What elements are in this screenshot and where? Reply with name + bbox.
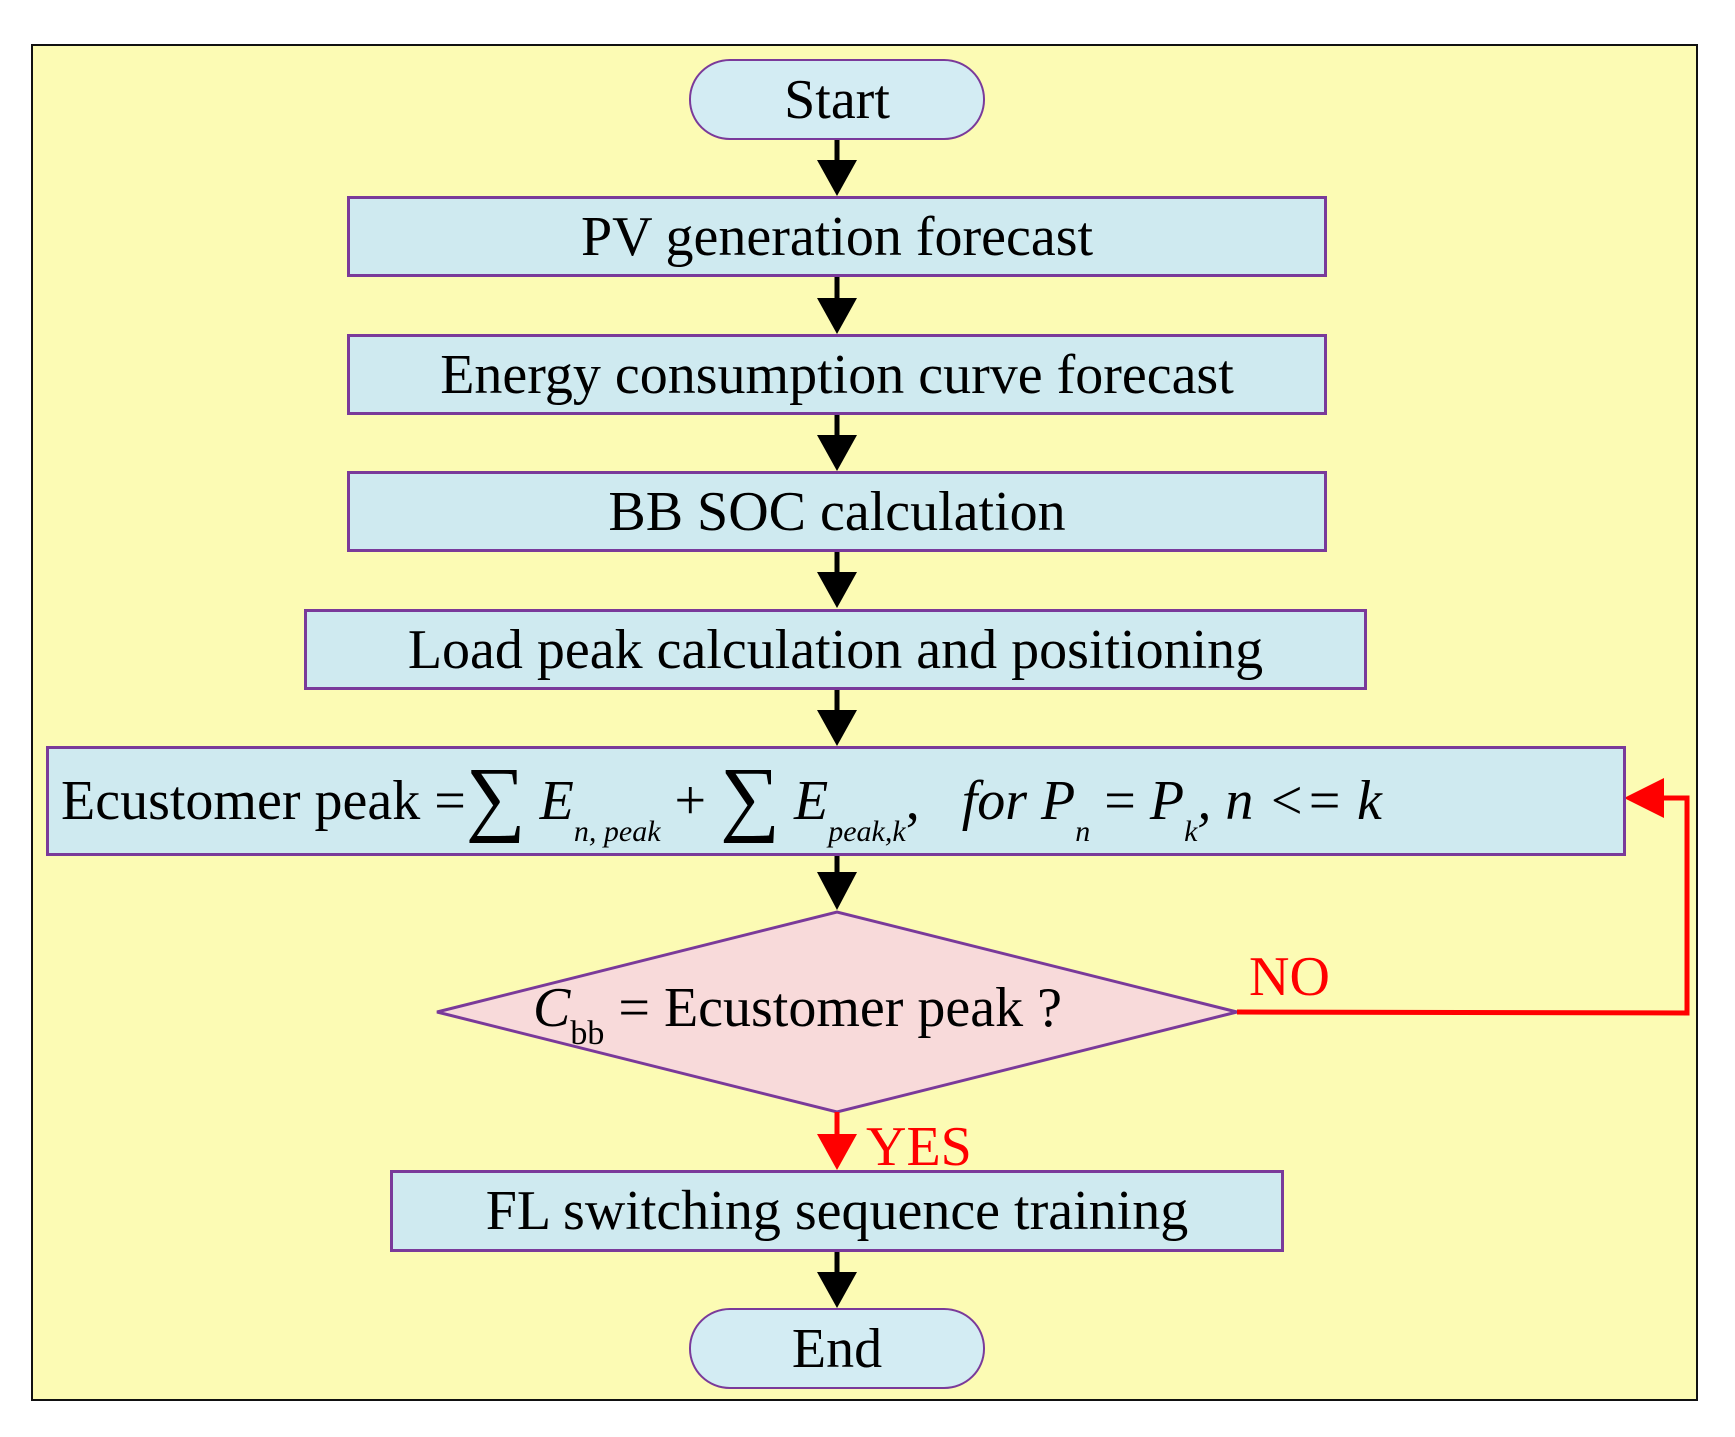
step-ecustomer-peak-formula: Ecustomer peak =∑ En, peak + ∑ Epeak,k, … xyxy=(46,746,1626,856)
formula-p1-sub: n xyxy=(1075,815,1091,848)
step-fl-switching-training: FL switching sequence training xyxy=(390,1170,1284,1252)
step-load-peak-calculation: Load peak calculation and positioning xyxy=(304,609,1367,690)
formula-eq2: = xyxy=(1104,770,1136,832)
arrowhead-load-to-formula xyxy=(817,710,857,746)
sum-symbol-2: ∑ xyxy=(720,751,781,844)
formula-p2-sub: k xyxy=(1184,815,1198,848)
arrowhead-no-feedback xyxy=(1624,778,1664,818)
arrowhead-start-to-pv xyxy=(817,160,857,196)
branch-no-label: NO xyxy=(1249,946,1330,1008)
arrowhead-formula-to-decision xyxy=(817,872,857,910)
sum-symbol-1: ∑ xyxy=(465,751,526,844)
arrow-no-feedback xyxy=(1236,795,1690,1016)
branch-yes-label: YES xyxy=(866,1116,972,1178)
arrowhead-fl-to-end xyxy=(817,1272,857,1308)
step-pv-generation-forecast: PV generation forecast xyxy=(347,196,1327,277)
arrowhead-bb-to-load xyxy=(817,572,857,608)
formula-p2: P xyxy=(1149,770,1185,832)
formula-eq: = xyxy=(434,770,466,832)
formula-term2-sub: peak,k xyxy=(828,815,906,848)
end-terminal: End xyxy=(689,1308,985,1389)
formula-term1: E xyxy=(539,770,574,832)
formula-comma: , xyxy=(905,770,920,832)
arrowhead-pv-to-energy xyxy=(817,298,857,334)
arrowhead-yes xyxy=(817,1134,857,1170)
formula-lhs: Ecustomer peak xyxy=(61,770,421,832)
decision-c-sub: bb xyxy=(570,1015,605,1052)
formula-term2: E xyxy=(794,770,829,832)
formula-p1: P xyxy=(1041,770,1076,832)
decision-text: = Ecustomer peak ? xyxy=(604,977,1062,1039)
formula-condition: , n <= k xyxy=(1197,770,1382,832)
step-energy-consumption-forecast: Energy consumption curve forecast xyxy=(347,334,1327,415)
formula-for: for xyxy=(961,770,1028,832)
arrowhead-energy-to-bb xyxy=(817,435,857,471)
formula-text: Ecustomer peak =∑ En, peak + ∑ Epeak,k, … xyxy=(61,756,1382,849)
start-terminal: Start xyxy=(689,59,985,140)
decision-label: Cbb = Ecustomer peak ? xyxy=(533,976,1062,1052)
formula-plus: + xyxy=(674,770,707,832)
formula-term1-sub: n, peak xyxy=(573,815,661,848)
step-bb-soc-calculation: BB SOC calculation xyxy=(347,471,1327,552)
decision-c: C xyxy=(533,977,571,1039)
